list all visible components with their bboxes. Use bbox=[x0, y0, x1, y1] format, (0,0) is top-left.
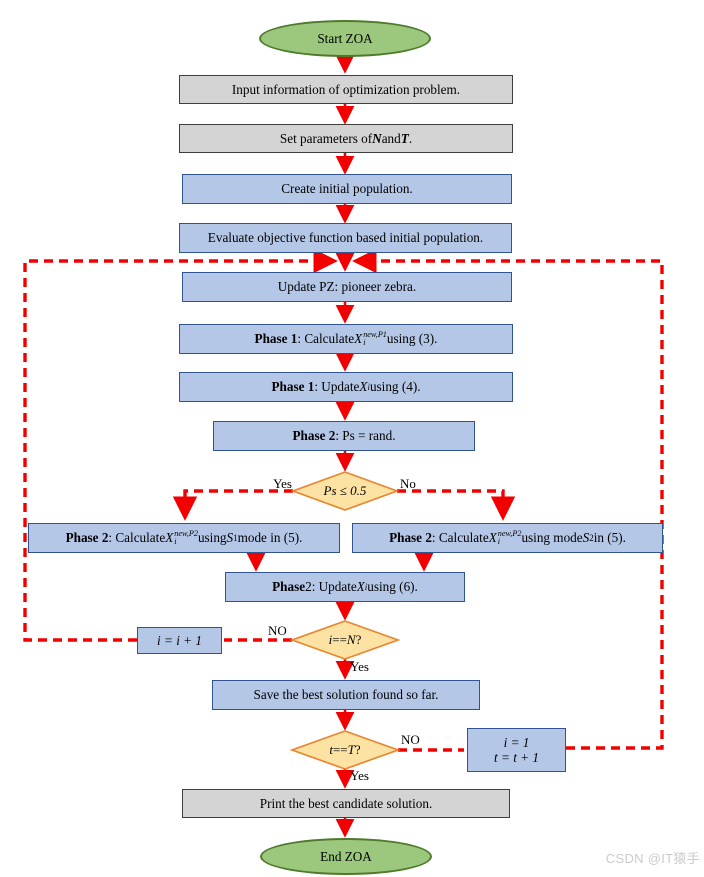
t-check-diamond bbox=[289, 730, 401, 770]
reset-counters-line2: t = t + 1 bbox=[494, 750, 539, 765]
t-yes-label: Yes bbox=[350, 768, 369, 783]
outer-loop-line bbox=[352, 248, 664, 750]
ps-decision-diamond bbox=[290, 471, 400, 511]
phase2-ps-box: Phase 2: Ps = rand. bbox=[213, 421, 475, 451]
ps-yes-label: Yes bbox=[273, 476, 292, 491]
create-population-box: Create initial population. bbox=[182, 174, 512, 204]
ps-yes-branch-line bbox=[172, 489, 293, 521]
ps-no-label: No bbox=[400, 476, 416, 491]
print-best-box: Print the best candidate solution. bbox=[182, 789, 510, 818]
i-no-label: NO bbox=[268, 623, 287, 638]
evaluate-objective-box: Evaluate objective function based initia… bbox=[179, 223, 512, 253]
ps-decision-label: Ps ≤ 0.5 bbox=[323, 482, 367, 498]
t-check-label: t == T? bbox=[329, 741, 361, 757]
watermark: CSDN @IT猿手 bbox=[605, 851, 700, 866]
reset-counters-box: i = 1 t = t + 1 bbox=[467, 728, 566, 772]
update-pz-box: Update PZ: pioneer zebra. bbox=[182, 272, 512, 302]
input-info-box: Input information of optimization proble… bbox=[179, 75, 513, 104]
i-increment-box: i = i + 1 bbox=[137, 627, 222, 654]
i-yes-label: Yes bbox=[350, 659, 369, 674]
start-terminal: Start ZOA bbox=[259, 20, 431, 57]
i-check-label: i == N? bbox=[328, 631, 362, 647]
t-no-label: NO bbox=[401, 732, 420, 747]
decision-diamonds bbox=[289, 471, 401, 770]
reset-counters-line1: i = 1 bbox=[503, 734, 530, 750]
dashed-flow-lines bbox=[23, 248, 664, 752]
end-terminal: End ZOA bbox=[260, 838, 432, 875]
solid-flow-arrows bbox=[246, 55, 434, 838]
save-best-box: Save the best solution found so far. bbox=[212, 680, 480, 710]
set-params-box: Set parameters of N and T. bbox=[179, 124, 513, 153]
ps-no-branch-line bbox=[397, 489, 516, 521]
inner-loop-line bbox=[23, 248, 338, 642]
i-check-diamond bbox=[289, 620, 401, 660]
